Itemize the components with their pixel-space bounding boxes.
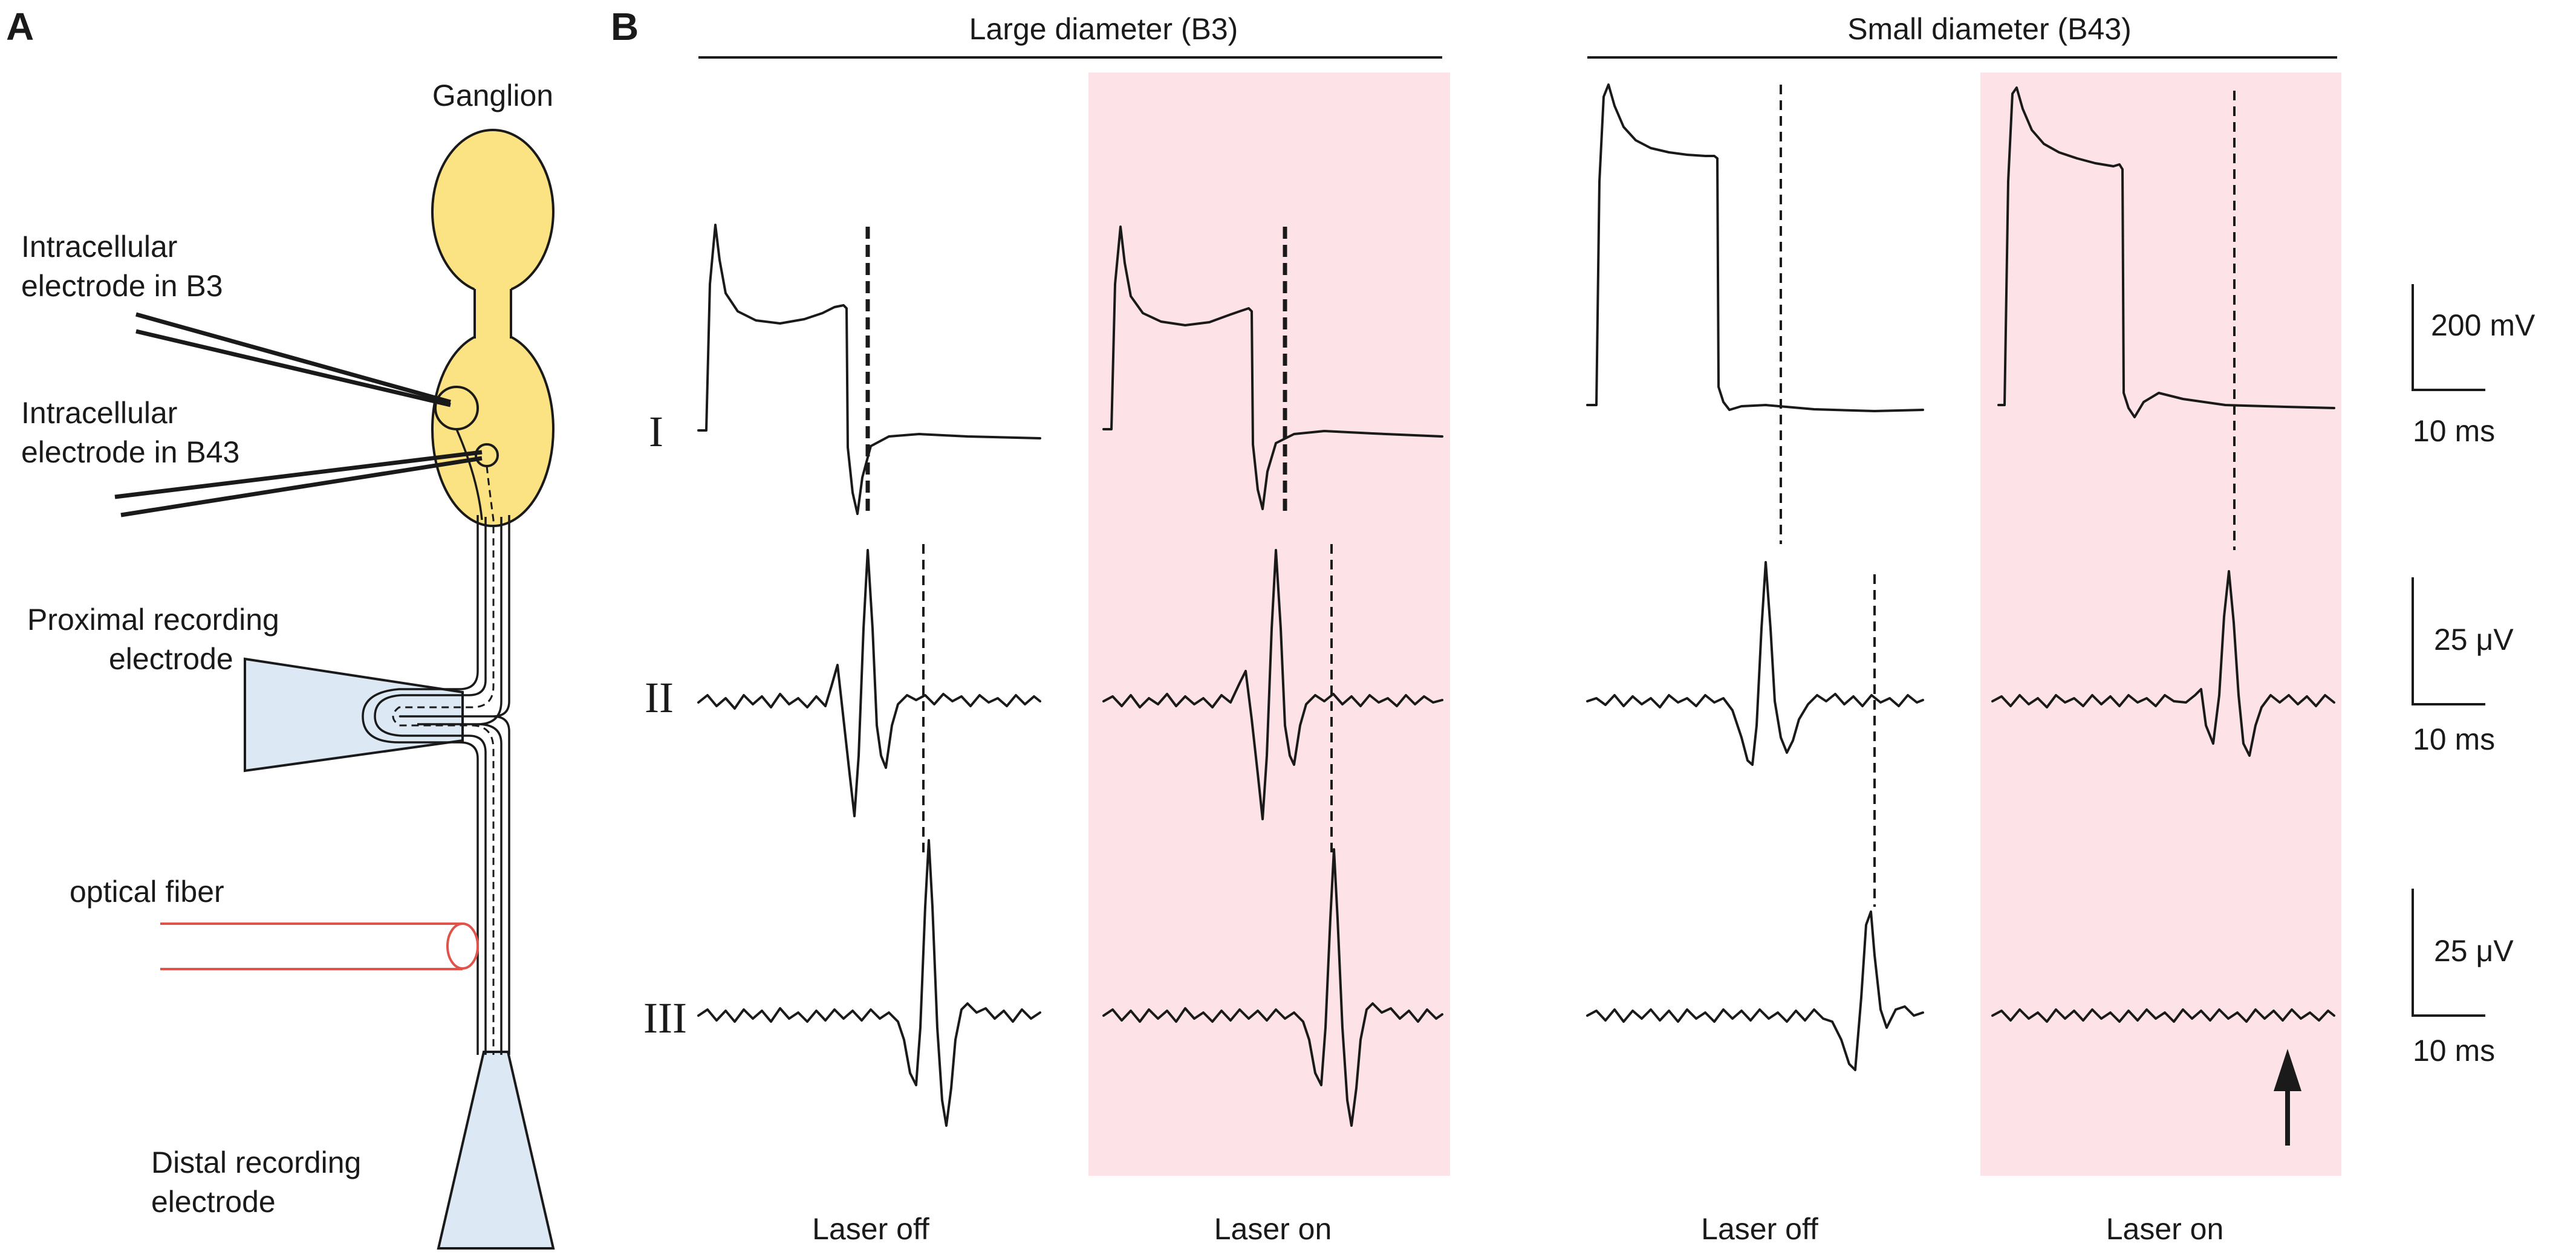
trace-i-large-laser-off <box>697 224 1041 515</box>
scale-bar-row-ii-amplitude: 25 μV <box>2434 623 2514 657</box>
ganglion-label: Ganglion <box>432 79 553 112</box>
scale-bar-row-iii: 25 μV 10 ms <box>2412 889 2514 1068</box>
column-label-large-laser-on: Laser on <box>1214 1212 1332 1246</box>
proximal-electrode-label-line1: Proximal recording <box>27 603 279 637</box>
scale-bar-row-i: 200 mV 10 ms <box>2412 284 2535 448</box>
scale-bar-row-ii: 25 μV 10 ms <box>2412 577 2514 756</box>
panel-a-letter: A <box>6 5 34 48</box>
trace-iii-small-laser-on <box>1991 1008 2335 1023</box>
laser-on-shading-large <box>1088 73 1450 1176</box>
panel-b-letter: B <box>611 5 639 48</box>
scale-bar-row-iii-time: 10 ms <box>2413 1034 2495 1068</box>
intracellular-electrode-b3 <box>135 312 451 407</box>
row-label-ii: II <box>645 673 674 722</box>
trace-ii-small-laser-on <box>1991 570 2335 757</box>
scale-bar-row-ii-time: 10 ms <box>2413 722 2495 756</box>
optical-fiber <box>160 922 479 970</box>
trace-iii-large-laser-on <box>1102 848 1443 1127</box>
scale-bar-row-i-amplitude: 200 mV <box>2431 308 2535 342</box>
trace-iii-small-laser-off <box>1586 910 1924 1071</box>
trace-i-large-laser-on <box>1102 225 1443 510</box>
column-label-small-laser-on: Laser on <box>2106 1212 2224 1246</box>
optical-fiber-label: optical fiber <box>70 875 224 909</box>
proximal-electrode-label-line2: electrode <box>109 642 233 676</box>
electrode-b3-label-line2: electrode in B3 <box>21 269 223 303</box>
laser-on-shading-small <box>1980 73 2341 1176</box>
trace-i-small-laser-on <box>1997 86 2335 418</box>
column-label-large-laser-off: Laser off <box>812 1212 929 1246</box>
scale-bar-row-iii-amplitude: 25 μV <box>2434 934 2514 968</box>
electrode-b43-label-line2: electrode in B43 <box>21 435 239 469</box>
scale-bar-row-i-time: 10 ms <box>2413 414 2495 448</box>
row-label-i: I <box>649 407 663 456</box>
neuron-b43 <box>475 443 499 467</box>
trace-ii-large-laser-off <box>697 549 1041 817</box>
panel-a: A <box>6 5 555 1250</box>
row-label-iii: III <box>643 994 687 1042</box>
neuron-b3 <box>434 386 479 430</box>
group-label-large-diameter: Large diameter (B3) <box>969 12 1238 46</box>
ganglion <box>431 129 555 527</box>
panel-b: B Large diameter (B3) Small diameter (B4… <box>611 5 2535 1246</box>
distal-recording-electrode <box>437 1051 555 1250</box>
trace-ii-small-laser-off <box>1586 561 1924 766</box>
trace-i-small-laser-off <box>1586 83 1924 412</box>
group-label-small-diameter: Small diameter (B43) <box>1847 12 2132 46</box>
trace-ii-large-laser-on <box>1102 549 1443 820</box>
trace-iii-large-laser-off <box>697 839 1041 1127</box>
nerve <box>362 429 510 1055</box>
proximal-recording-electrode <box>244 657 464 773</box>
block-arrow <box>2274 1049 2301 1146</box>
intracellular-electrode-b43 <box>114 450 483 517</box>
electrode-b43-label-line1: Intracellular <box>21 396 177 430</box>
distal-electrode-label-line2: electrode <box>151 1185 276 1219</box>
distal-electrode-label-line1: Distal recording <box>151 1146 361 1179</box>
column-label-small-laser-off: Laser off <box>1701 1212 1818 1246</box>
electrode-b3-label-line1: Intracellular <box>21 230 177 264</box>
